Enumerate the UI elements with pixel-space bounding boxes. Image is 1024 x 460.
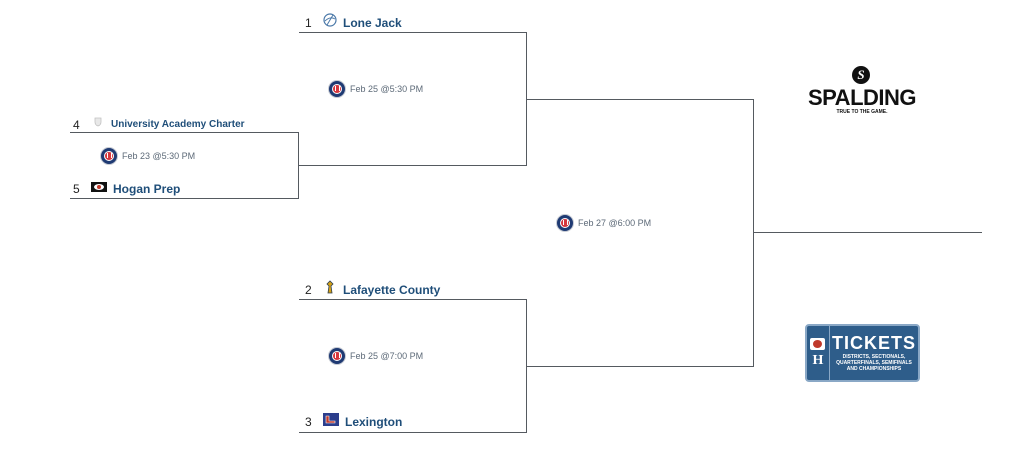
- shield-logo-icon: [91, 115, 105, 134]
- game-info[interactable]: Feb 25 @7:00 PM: [328, 347, 423, 365]
- seed-number: 5: [73, 182, 80, 196]
- bracket-line: [526, 32, 527, 166]
- bracket-line: [70, 132, 299, 133]
- tickets-line-3: AND CHAMPIONSHIPS: [846, 366, 902, 372]
- game-time: Feb 23 @5:30 PM: [122, 151, 196, 161]
- bracket-line: [527, 99, 754, 100]
- tickets-banner[interactable]: H TICKETS DISTRICTS, SECTIONALS, QUARTER…: [805, 324, 920, 382]
- team-hogan-prep[interactable]: 5 Hogan Prep: [73, 180, 180, 198]
- game-info[interactable]: Feb 25 @5:30 PM: [328, 80, 423, 98]
- tickets-title: TICKETS: [831, 333, 916, 353]
- bracket-line: [70, 198, 299, 199]
- team-name: University Academy Charter: [111, 119, 245, 130]
- bracket-line: [298, 132, 299, 199]
- svg-text:S: S: [857, 67, 864, 82]
- team-lafayette-county[interactable]: 2 Lafayette County: [305, 280, 440, 299]
- mshsaa-logo-icon: [100, 147, 118, 165]
- team-name: Lexington: [345, 415, 403, 429]
- mshsaa-logo-icon: [328, 80, 346, 98]
- game-time: Feb 27 @6:00 PM: [578, 218, 652, 228]
- huskie-logo-icon: [323, 280, 337, 299]
- spalding-name: SPALDING: [808, 85, 916, 110]
- mshsaa-logo-icon: [328, 347, 346, 365]
- game-time: Feb 25 @7:00 PM: [350, 351, 424, 361]
- seed-number: 3: [305, 415, 312, 429]
- spalding-logo[interactable]: S SPALDING TRUE TO THE GAME.: [806, 64, 918, 116]
- bracket-line: [527, 366, 754, 367]
- l-logo-icon: [323, 413, 339, 431]
- bracket-line: [299, 165, 527, 166]
- team-name: Hogan Prep: [113, 182, 181, 196]
- bracket-line: [754, 232, 982, 233]
- tickets-left-panel: H: [807, 326, 830, 380]
- team-lone-jack[interactable]: 1 Lone Jack: [305, 13, 402, 32]
- mshsaa-logo-icon: [556, 214, 574, 232]
- mshsaa-mini-logo-icon: [810, 338, 826, 350]
- bracket-line: [299, 299, 527, 300]
- spalding-tagline: TRUE TO THE GAME.: [836, 109, 888, 115]
- bracket-line: [526, 299, 527, 433]
- team-university-academy-charter[interactable]: 4 University Academy Charter: [73, 115, 245, 134]
- team-lexington[interactable]: 3 Lexington: [305, 413, 402, 431]
- seed-number: 2: [305, 282, 312, 297]
- game-info[interactable]: Feb 27 @6:00 PM: [556, 214, 651, 232]
- seed-number: 4: [73, 117, 80, 132]
- ball-logo-icon: [323, 13, 337, 32]
- tickets-h-logo: H: [812, 353, 824, 368]
- game-time: Feb 25 @5:30 PM: [350, 84, 424, 94]
- tickets-right-panel: TICKETS DISTRICTS, SECTIONALS, QUARTERFI…: [830, 334, 918, 372]
- bracket-line: [753, 99, 754, 367]
- team-name: Lone Jack: [343, 15, 402, 30]
- tickets-line-2: QUARTERFINALS, SEMIFINALS: [836, 360, 912, 366]
- eye-logo-icon: [91, 180, 107, 198]
- tickets-line-1: DISTRICTS, SECTIONALS,: [842, 354, 906, 360]
- game-info[interactable]: Feb 23 @5:30 PM: [100, 147, 195, 165]
- team-name: Lafayette County: [343, 282, 441, 297]
- bracket-line: [299, 32, 527, 33]
- bracket-line: [299, 432, 527, 433]
- seed-number: 1: [305, 15, 312, 30]
